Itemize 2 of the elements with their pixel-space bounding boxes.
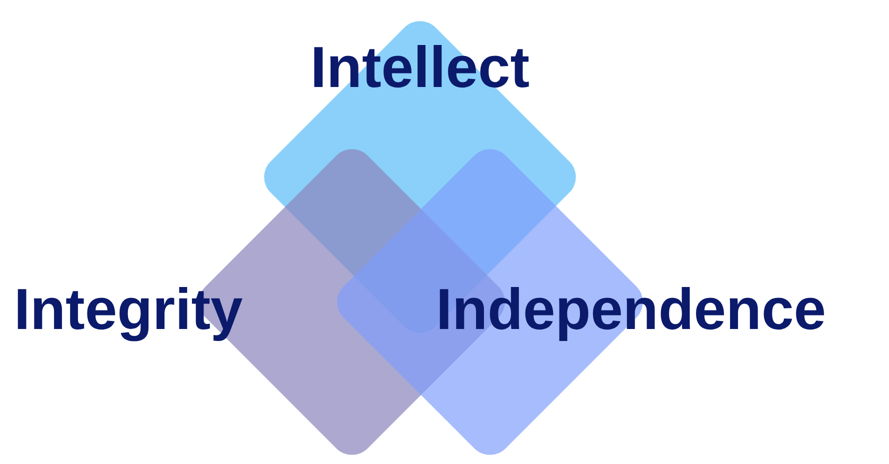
diamond-label: Independence xyxy=(436,281,826,339)
diamond-label: Integrity xyxy=(14,281,243,339)
